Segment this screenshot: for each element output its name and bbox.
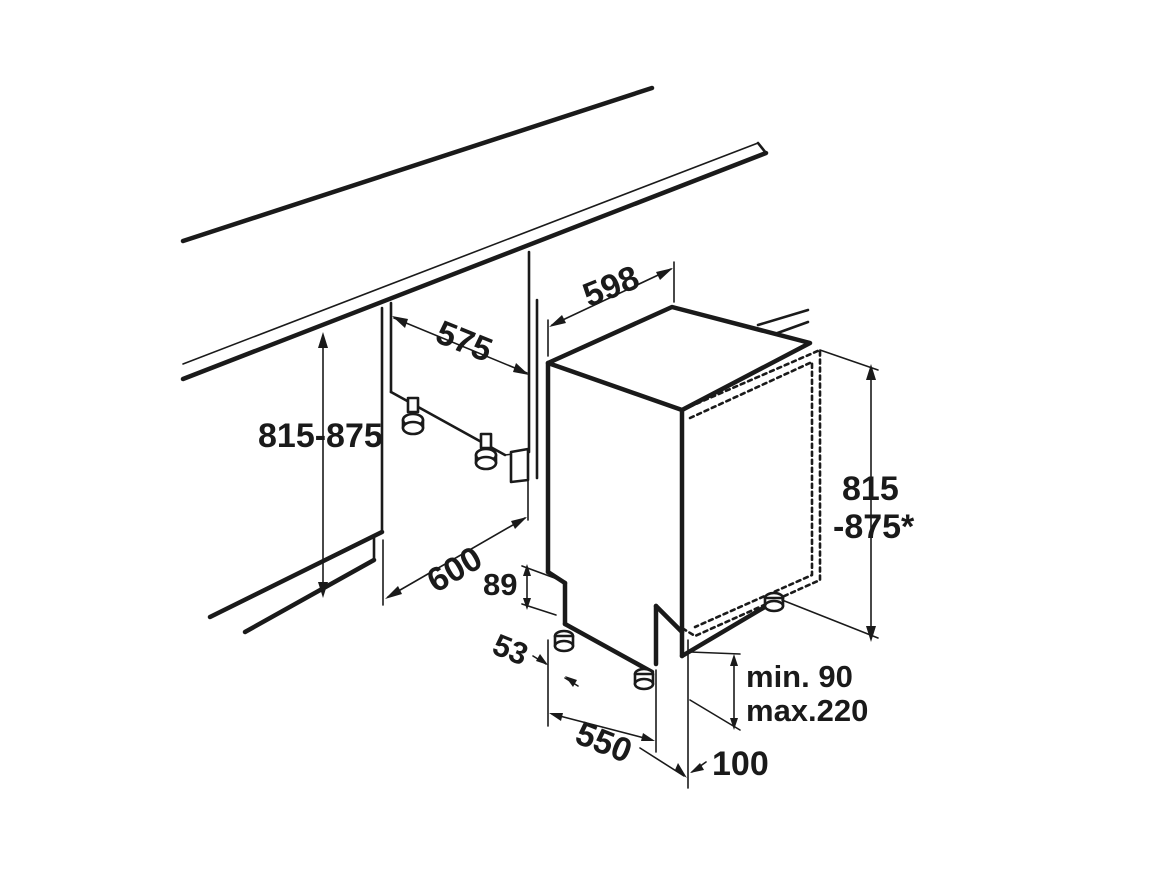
label-foot-setback: 53 — [488, 627, 533, 672]
label-appliance-width: 598 — [578, 258, 645, 314]
label-plinth-gap-max: max.220 — [746, 693, 868, 728]
label-door-offset: 100 — [712, 745, 769, 783]
label-niche-depth: 600 — [421, 539, 489, 600]
label-cabinet-height: 815-875 — [258, 417, 383, 455]
label-appliance-height-1: 815 — [842, 470, 899, 508]
dim-appliance-height: 815 -875* — [781, 349, 915, 642]
dim-plinth-gap: min. 90 max.220 — [689, 651, 868, 731]
label-appliance-depth: 550 — [570, 714, 637, 770]
worktop — [180, 85, 769, 382]
dim-cabinet-height: 815-875 — [258, 332, 383, 598]
label-appliance-height-2: -875* — [833, 508, 915, 546]
dishwasher-body — [545, 304, 813, 675]
dim-plinth-height: 89 — [483, 564, 561, 616]
left-cabinet-panel — [207, 306, 385, 635]
door-outline — [680, 348, 822, 638]
dim-door-offset: 100 — [639, 639, 769, 789]
label-cabinet-width: 575 — [431, 313, 498, 369]
cabinet-feet — [401, 396, 498, 471]
label-plinth-gap-min: min. 90 — [746, 659, 853, 694]
appliance-feet — [553, 591, 785, 691]
dim-cabinet-width: 575 — [392, 313, 529, 375]
label-plinth-height: 89 — [483, 567, 517, 602]
